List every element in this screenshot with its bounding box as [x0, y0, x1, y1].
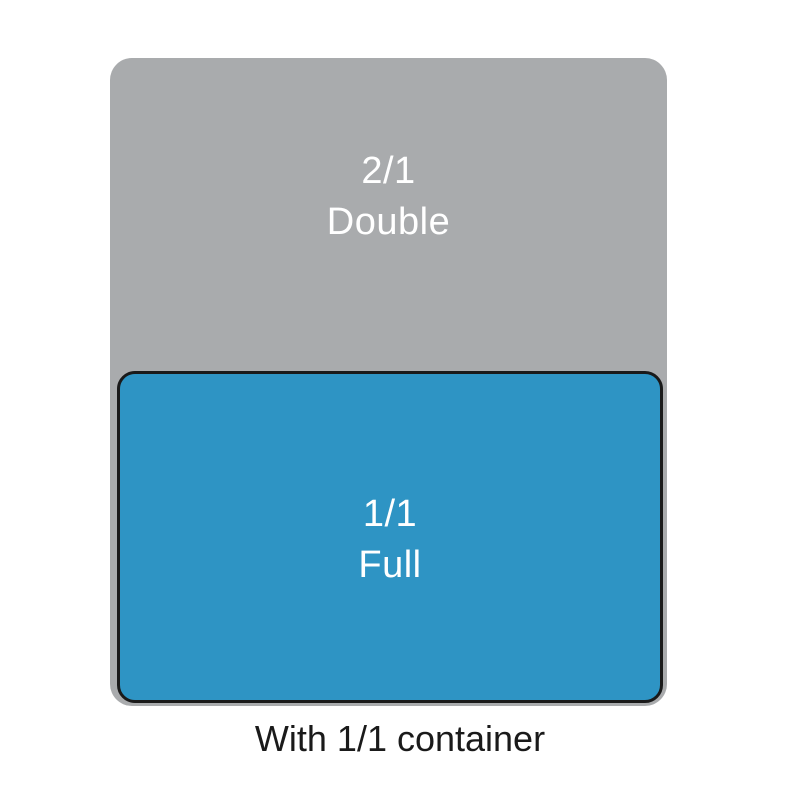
double-container-label: 2/1 Double: [110, 146, 667, 249]
double-container-name: Double: [326, 201, 451, 244]
diagram-caption: With 1/1 container: [254, 718, 546, 759]
full-container-label: 1/1 Full: [120, 489, 660, 592]
full-container-size: 1/1: [362, 493, 418, 535]
full-container-1-1: 1/1 Full: [117, 371, 663, 703]
double-container-size: 2/1: [361, 150, 416, 192]
full-container-name: Full: [358, 544, 422, 587]
